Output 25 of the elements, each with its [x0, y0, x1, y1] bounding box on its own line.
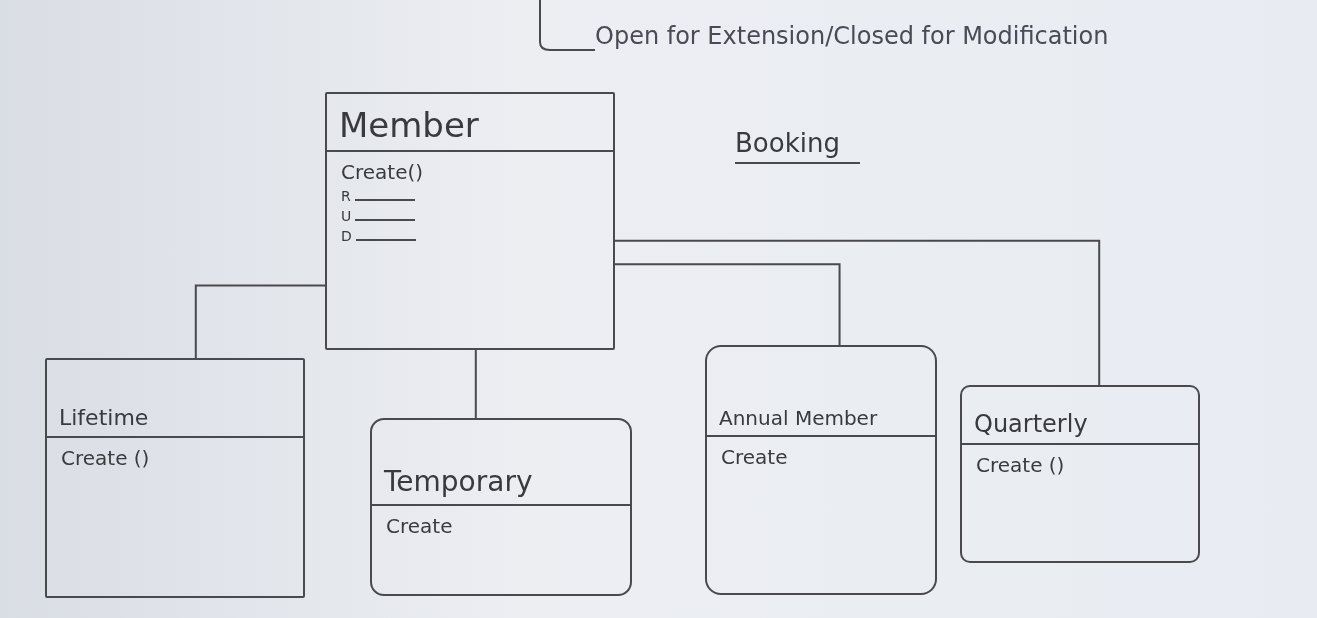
class-box: [370, 418, 632, 596]
operation-letter: D: [341, 228, 352, 244]
connector-line: [614, 239, 1101, 386]
class-box: [325, 92, 615, 350]
connector-line: [474, 349, 477, 419]
class-name: Quarterly: [974, 410, 1088, 437]
method-name: Create: [721, 445, 789, 469]
class-box: [960, 385, 1200, 563]
method-name: Create (): [61, 446, 151, 470]
method-name: Create: [386, 514, 454, 538]
method-name: Create(): [341, 160, 425, 184]
connector-line: [539, 0, 596, 51]
class-name: Annual Member: [719, 407, 878, 429]
class-name: Lifetime: [59, 405, 149, 430]
operation-letter: R: [341, 188, 351, 204]
operation-letter: U: [341, 208, 352, 224]
method-name: Create (): [976, 453, 1066, 477]
note-text: Open for Extension/Closed for Modification: [595, 18, 1155, 54]
class-box: [705, 345, 937, 595]
connector-line: [194, 284, 326, 359]
class-name: Temporary: [384, 467, 533, 498]
connector-line: [614, 263, 841, 346]
class-box: [45, 358, 305, 598]
class-name: Member: [339, 106, 479, 144]
heading-text: Booking: [735, 128, 860, 164]
